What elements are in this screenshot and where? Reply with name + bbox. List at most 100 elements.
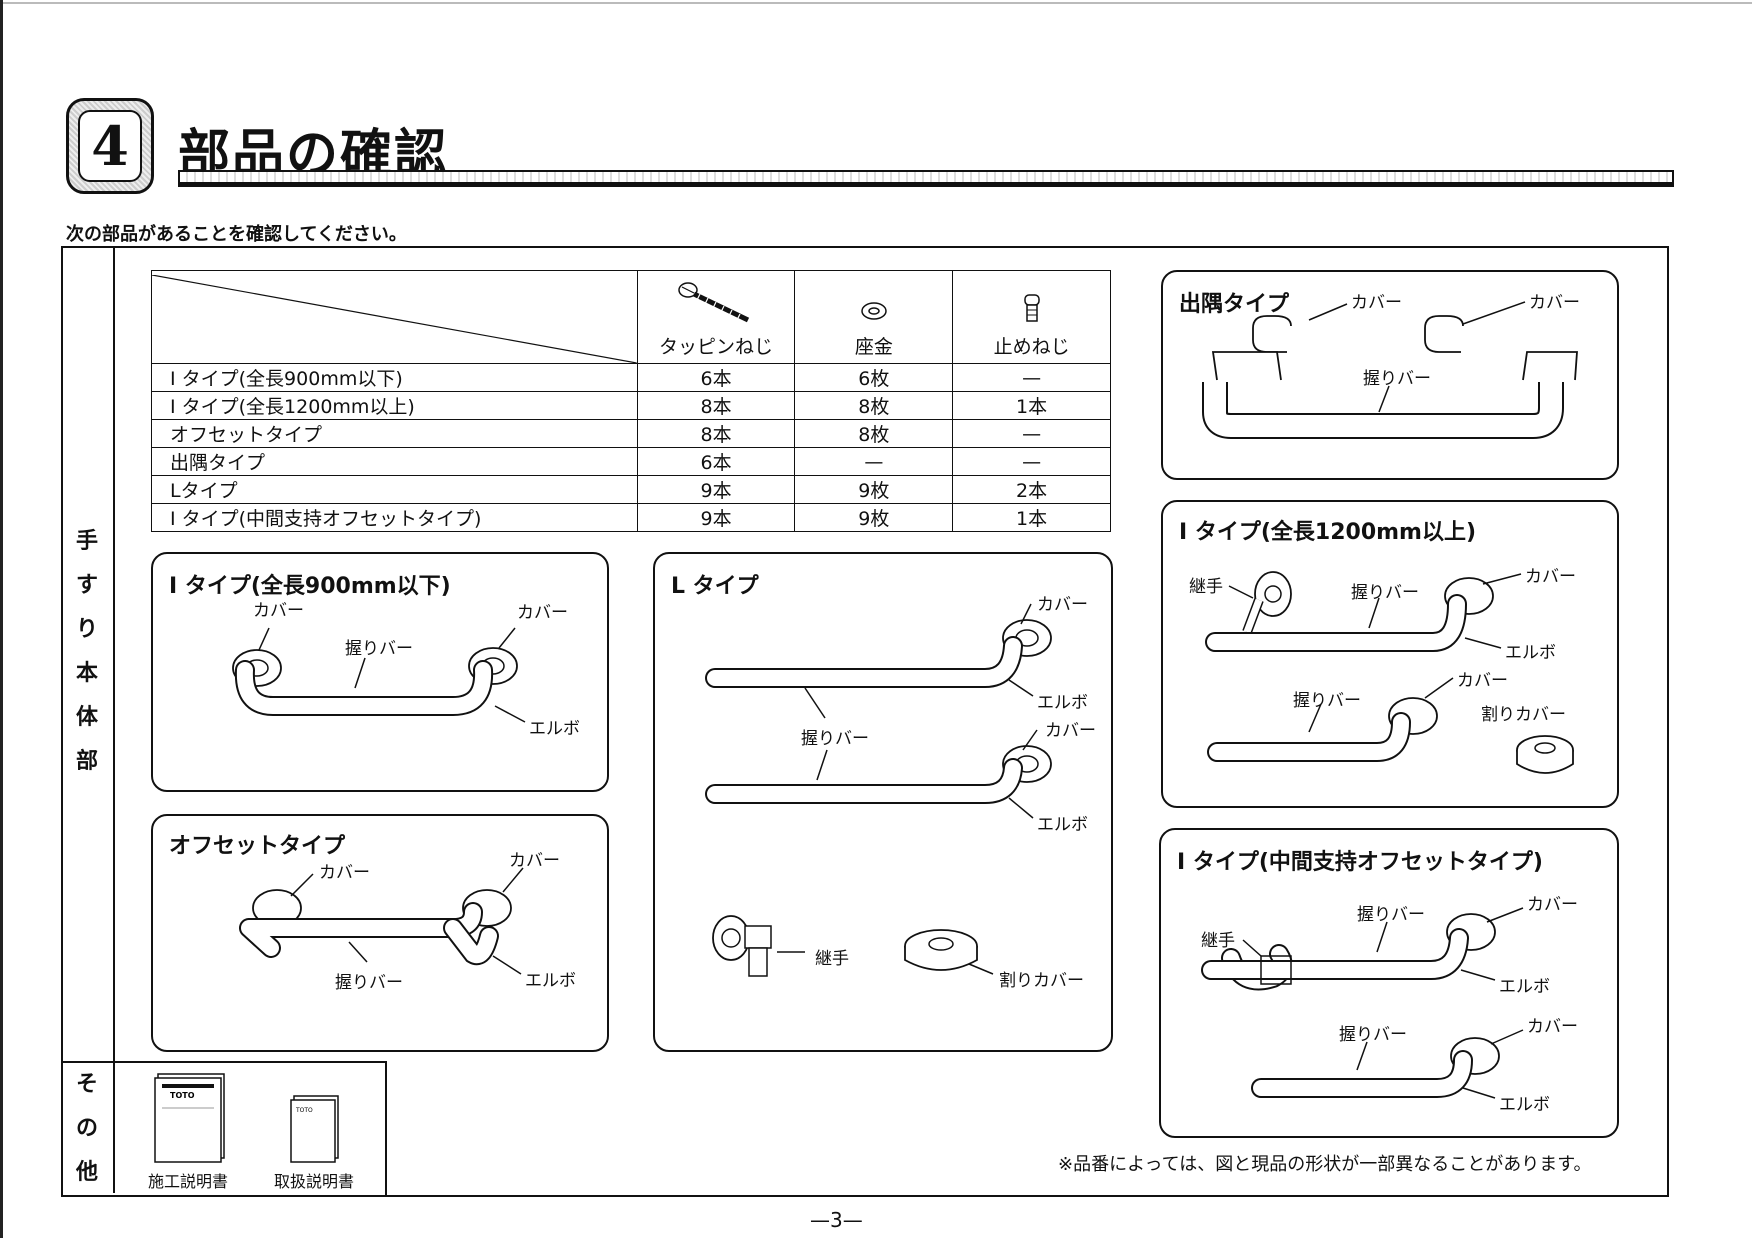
mid-support-offset-illustration [1201,907,1524,1099]
l-type-illustration [705,603,1052,977]
title-rule [178,170,1674,187]
label-grip-bar: 握りバー [1351,583,1419,603]
label-cover: カバー [319,863,370,883]
box-title: I タイプ(全長1200mm以上) [1179,520,1477,545]
doc-label-user-manual: 取扱説明書 [274,1172,355,1191]
label-elbow: エルボ [529,719,580,739]
label-cover: カバー [509,851,560,871]
cell: — [952,447,1111,476]
label-elbow: エルボ [1505,643,1556,663]
cell: 8枚 [794,391,954,420]
section-number-badge: 4 [66,98,154,194]
top-edge-line [0,2,1752,4]
label-grip-bar: 握りバー [1363,369,1431,389]
box-title: I タイプ(全長900mm以下) [169,574,451,599]
table-header-row: タッピンねじ 座金 止めねじ [151,270,1111,364]
side-char: す [75,573,98,598]
side-char: 手 [75,529,98,554]
label-elbow: エルボ [1037,693,1088,713]
label-grip-bar: 握りバー [801,729,869,749]
label-joint: 継手 [1189,577,1223,597]
box-title: I タイプ(中間支持オフセットタイプ) [1177,850,1543,875]
note-text: ※品番によっては、図と現品の形状が一部異なることがあります。 [1058,1154,1592,1175]
parts-frame [61,246,1669,1197]
cell: 2本 [952,475,1111,504]
corner-type-illustration [1202,301,1578,439]
side-char: 体 [75,705,98,730]
box-i-type-1200: I タイプ(全長1200mm以上) 継手 握りバー カバー エルボ 握りバー カ… [1161,500,1619,808]
other-section-border [385,1061,387,1195]
label-cover: カバー [1045,721,1096,741]
label-elbow: エルボ [525,971,576,991]
side-char: そ [75,1072,98,1097]
column-label-set-screw: 止めねじ [993,336,1070,358]
cell: 1本 [952,503,1111,532]
cell: — [952,363,1111,392]
cell: 6枚 [794,363,954,392]
column-header: 座金 [794,270,954,364]
box-offset-type: オフセットタイプ カバー カバー 握りバー エルボ [151,814,609,1052]
label-cover: カバー [1527,895,1578,915]
diagonal-line [152,275,637,363]
washer-icon [861,302,887,320]
label-grip-bar: 握りバー [1293,691,1361,711]
cell: 9枚 [794,503,954,532]
brand-logo: TOTO [295,1107,313,1114]
cell: 6本 [636,363,796,392]
side-char: の [75,1116,98,1141]
row-type: Lタイプ [151,475,638,504]
set-screw-icon [1023,294,1040,322]
box-mid-support-offset: I タイプ(中間支持オフセットタイプ) 継手 握りバー カバー エルボ 握りバー… [1159,828,1619,1138]
label-cover: カバー [1037,595,1088,615]
other-section-divider [61,1061,387,1063]
cell: 1本 [952,391,1111,420]
label-cover: カバー [1351,293,1402,313]
left-edge-line [0,0,3,1238]
manuals-illustration: TOTO TOTO [154,1073,339,1163]
box-corner-type: 出隅タイプ カバー カバー 握りバー [1161,270,1619,480]
section-number: 4 [78,110,142,182]
label-cover: カバー [1529,293,1580,313]
label-joint: 継手 [1201,931,1235,951]
label-grip-bar: 握りバー [1339,1025,1407,1045]
tapping-screw-icon [678,282,750,323]
label-cover: カバー [1457,671,1508,691]
label-elbow: エルボ [1499,1095,1550,1115]
side-char: 本 [75,661,98,686]
column-header: タッピンねじ [636,270,796,364]
table-corner-cell [151,270,638,364]
cell: 9枚 [794,475,954,504]
side-label-other: そ の 他 [61,1063,113,1195]
label-cover: カバー [1525,567,1576,587]
side-label-main: 手 す り 本 体 部 [61,520,113,784]
label-split-cover: 割りカバー [1481,705,1566,725]
row-type: 出隅タイプ [151,447,638,476]
box-title: L タイプ [671,574,759,599]
label-cover: カバー [253,601,304,621]
i-type-900-illustration [232,627,526,723]
side-char: 部 [75,749,98,774]
row-type: I タイプ(全長900mm以下) [151,363,638,392]
i-type-1200-illustration [1205,571,1574,774]
user-manual-icon: TOTO [290,1095,339,1163]
cell: — [794,447,954,476]
offset-type-illustration [239,867,524,975]
side-label-column [61,246,115,1193]
box-title: 出隅タイプ [1179,292,1290,317]
label-joint: 継手 [815,949,849,969]
doc-label-installation-manual: 施工説明書 [148,1172,229,1191]
label-elbow: エルボ [1499,977,1550,997]
column-label-washer: 座金 [854,336,893,358]
cell: 9本 [636,475,796,504]
label-split-cover: 割りカバー [999,971,1084,991]
cell: 9本 [636,503,796,532]
installation-manual-icon: TOTO [154,1073,225,1163]
side-char: り [75,617,98,642]
